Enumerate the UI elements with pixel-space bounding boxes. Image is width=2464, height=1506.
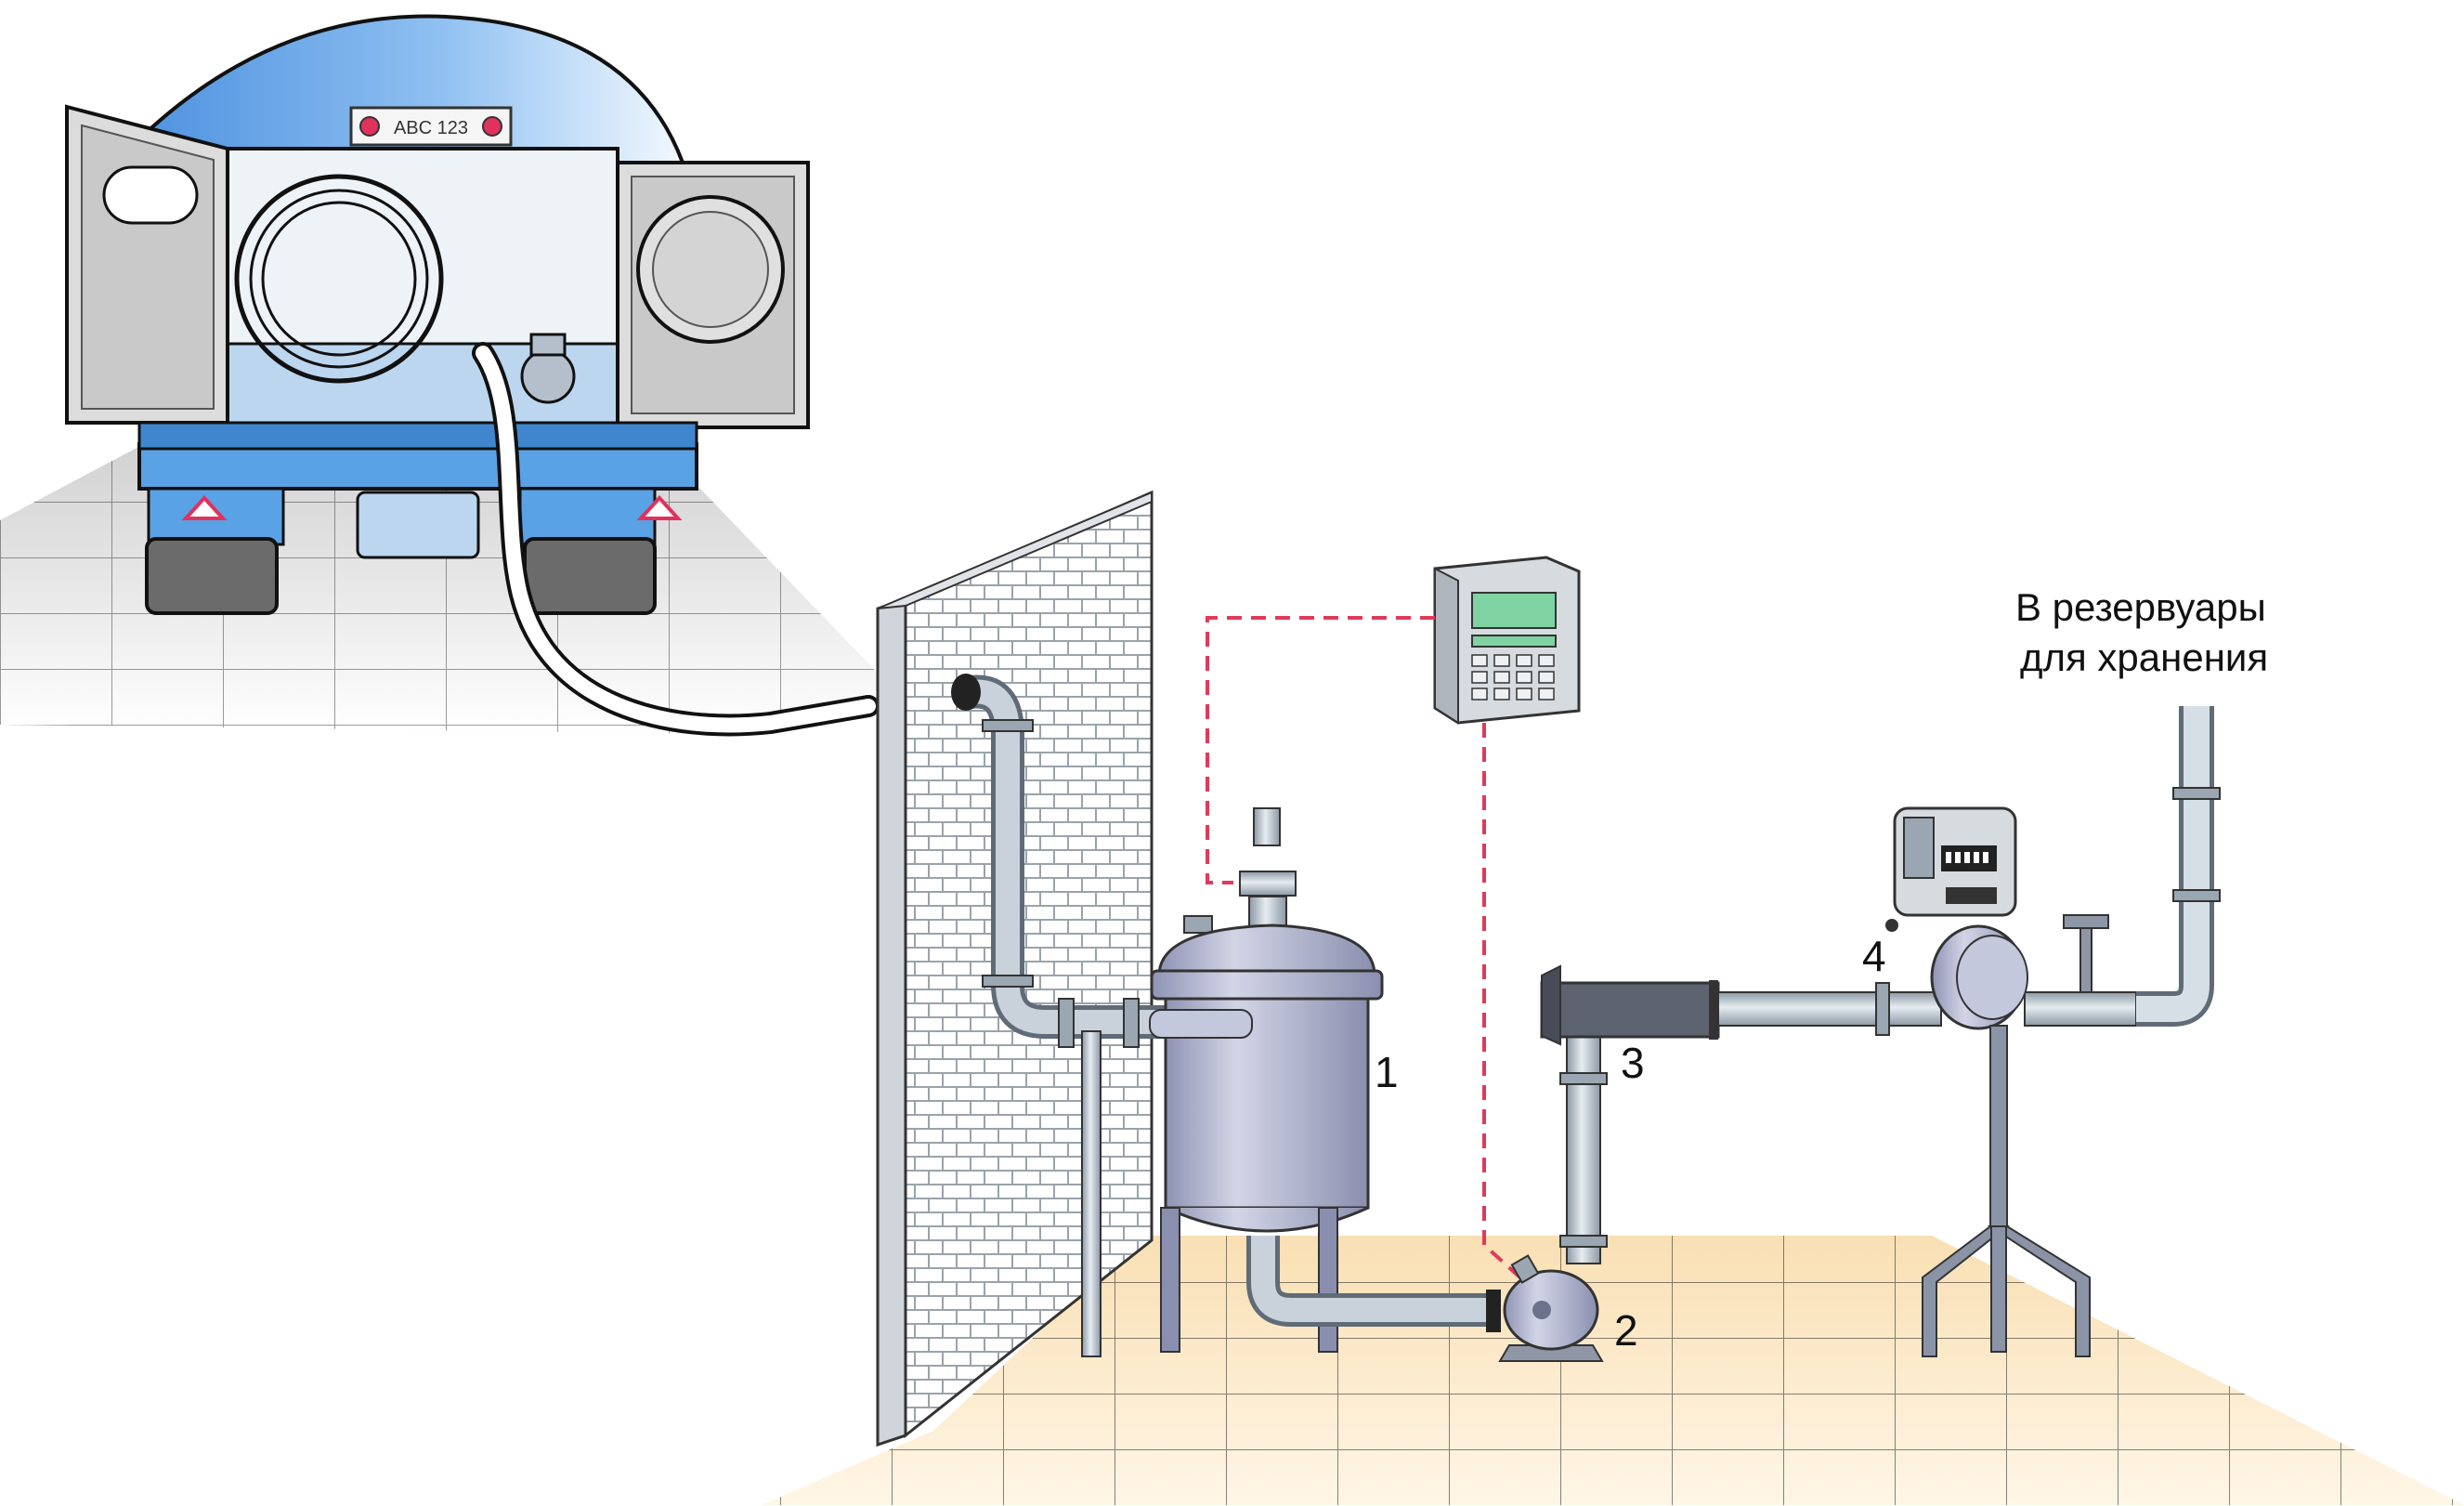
label-tank: 1: [1375, 1048, 1399, 1096]
discharge-line: [1717, 706, 2221, 1036]
air-separator-tank: 1: [1149, 807, 1399, 1353]
milk-truck: ABC 123: [65, 14, 880, 737]
destination-line-1: В резервуары: [2015, 585, 2266, 629]
plate-text: ABC 123: [394, 118, 468, 138]
inlet-pipe: [951, 674, 1187, 1357]
controller-keypad: [1471, 654, 1555, 701]
truck-pump: [520, 333, 576, 404]
label-pump: 2: [1614, 1306, 1638, 1355]
coiled-hose: [234, 174, 444, 384]
reception-floor: [762, 1236, 2464, 1505]
tank-outlet-pipe: [1246, 1236, 1501, 1332]
flow-meter: 4: [1862, 806, 2028, 1030]
meter-stand: [1922, 1025, 2091, 1357]
rear-wheels: [145, 491, 657, 615]
right-door: [616, 161, 810, 429]
separator-unit: 3: [1540, 964, 1720, 1264]
license-plate: ABC 123: [349, 106, 513, 147]
signal-lines: [1206, 616, 1525, 1282]
pump: 2: [1498, 1254, 1638, 1362]
label-separator: 3: [1621, 1039, 1645, 1087]
left-door: [65, 104, 229, 425]
controller-display: [1471, 592, 1557, 629]
destination-label: В резервуары для хранения: [2015, 585, 2268, 679]
destination-line-2: для хранения: [2020, 635, 2268, 679]
control-unit: [1433, 556, 1581, 725]
label-meter: 4: [1862, 932, 1886, 980]
